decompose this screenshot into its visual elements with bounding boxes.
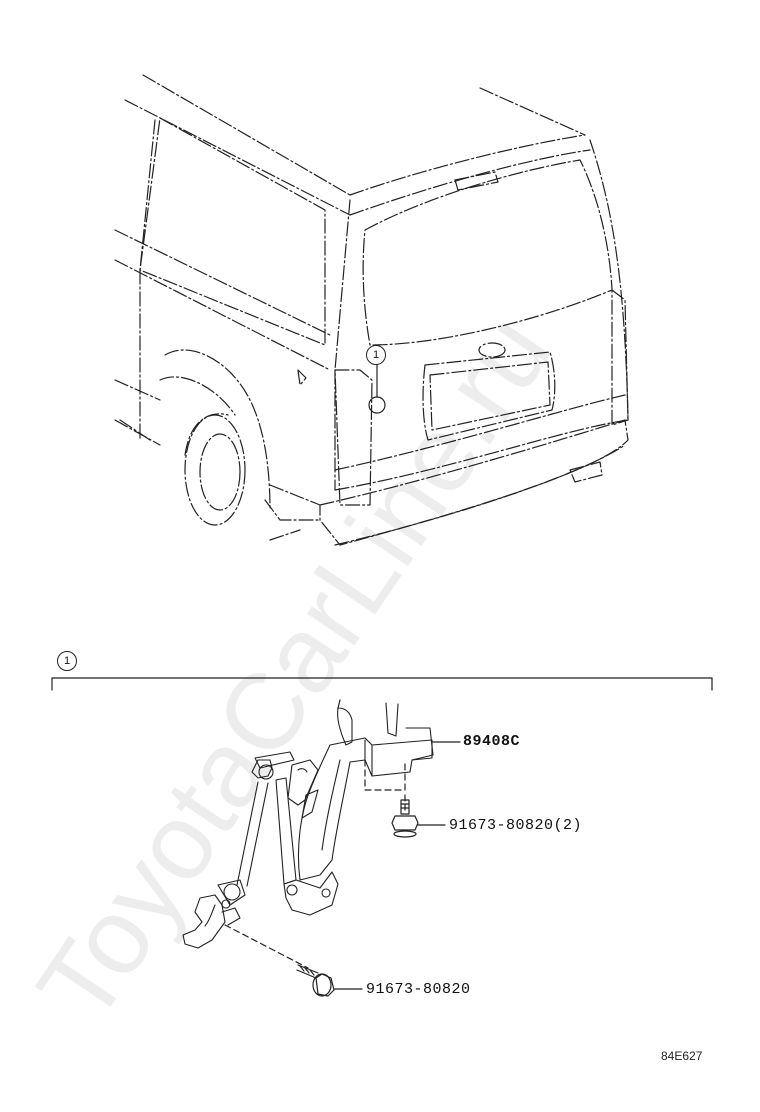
part-label-91673-80820[interactable]: 91673-80820 [366,981,471,998]
bolt-lower [296,964,335,997]
part-label-89408c[interactable]: 89408C [463,733,521,750]
height-sensor-assembly [182,702,434,949]
section-bracket [51,677,713,691]
van-illustration [114,74,629,546]
callout-van-marker: 1 [366,345,386,365]
diagram-code: 84E627 [661,1049,703,1063]
part-label-91673-80820-qty2[interactable]: 91673-80820(2) [449,817,583,834]
location-marker [368,362,386,414]
bolt-upper [391,799,419,838]
watermark-text: ToyotaCarLine.ru [14,293,574,1043]
leader-lines [333,741,461,990]
callout-section: 1 [57,651,77,671]
mounting-stud-top [337,699,341,709]
